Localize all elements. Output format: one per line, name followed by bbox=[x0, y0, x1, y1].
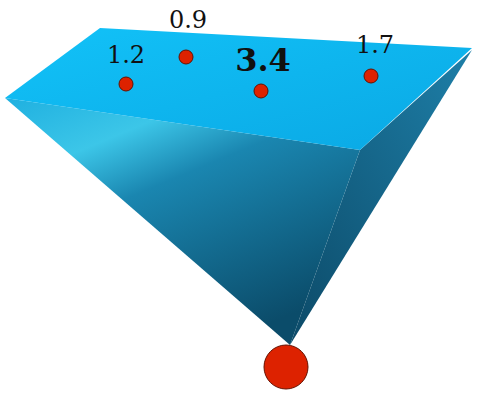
value-label: 1.2 bbox=[107, 43, 145, 67]
data-dot bbox=[179, 50, 193, 64]
value-label: 0.9 bbox=[169, 8, 207, 32]
data-dot bbox=[254, 84, 268, 98]
apex-dot bbox=[264, 345, 308, 389]
value-label: 3.4 bbox=[235, 44, 291, 76]
top-face bbox=[5, 28, 472, 150]
data-dot bbox=[119, 77, 133, 91]
value-label: 1.7 bbox=[356, 33, 394, 57]
data-dot bbox=[364, 69, 378, 83]
